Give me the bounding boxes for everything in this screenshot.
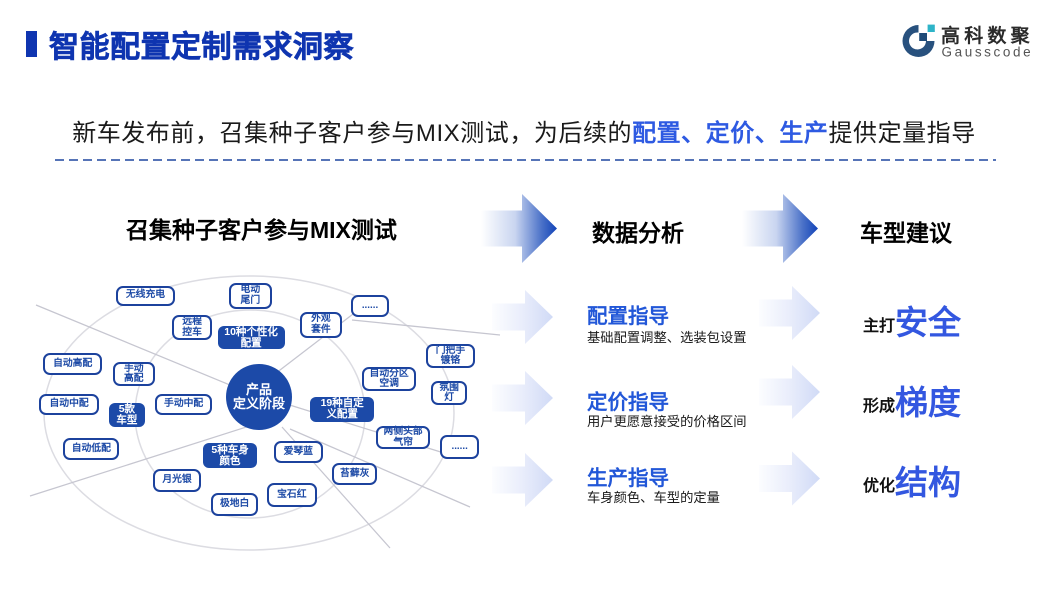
svg-text:高科数聚: 高科数聚 xyxy=(941,24,1034,47)
svg-text:Gausscode: Gausscode xyxy=(942,45,1034,60)
